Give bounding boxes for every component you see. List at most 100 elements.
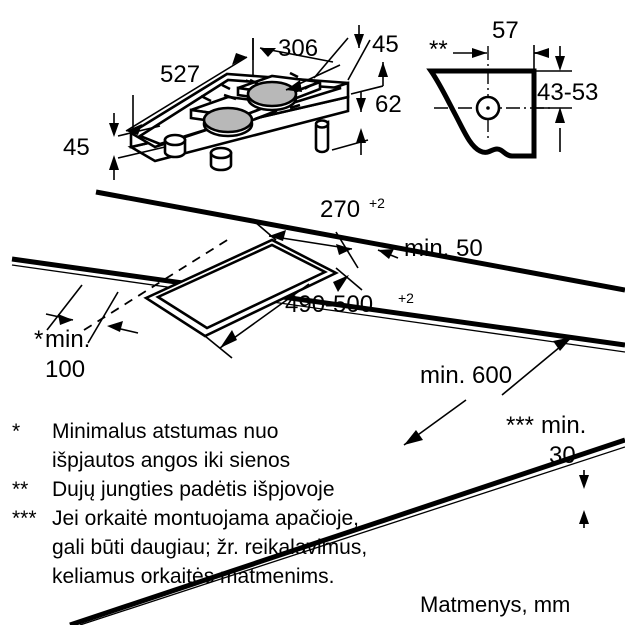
dim-527-line [125,56,248,132]
gas-pipe-body [314,120,330,154]
dim-min-30: *** min. 30 [506,412,589,528]
dim-43-53: 43-53 [534,46,598,152]
dim-4353-arrow-down [555,56,565,71]
dim-490-ext-a [335,267,363,291]
legend-line-3b: gali būti daugiau; žr. reikalavimus, [52,536,367,559]
gas-pipe-top [314,119,330,129]
dim-min-600-label: min. 600 [420,362,512,389]
dim-527-label: 527 [160,61,200,88]
dim-45-rear-arrow-down [354,34,364,48]
worktop-front-edge-bottom [79,446,625,625]
dim-62-arrow-down [356,98,366,112]
dim-306-arrow-b [286,80,302,92]
knob-1-top [163,133,187,147]
hob-burners [202,80,298,138]
dim-490-tolerance: +2 [398,290,414,306]
dim-270: 270 +2 [254,195,385,269]
connection-marker-label: ** [429,36,448,63]
dim-min-30-value: 30 [549,442,576,469]
burner-rear-cap [246,80,298,108]
gas-connection-bore-center [486,106,490,110]
dim-min-30-label: min. [541,412,586,439]
dim-min-100-ext-b [87,291,119,344]
dim-306-label: 306 [278,35,318,62]
knob-2-top [209,146,233,160]
dim-45-front: 45 [63,113,166,180]
dim-527-arrow-right [232,53,247,65]
dim-490-label: 490-500 [285,291,373,318]
dim-4353-label: 43-53 [537,79,598,106]
dim-490-ext-b [204,335,233,359]
dim-45-front-label: 45 [63,134,90,161]
dim-45-front-arrow-down [109,123,119,137]
worktop-rear-edge-top [11,256,625,348]
dim-270-arrow-left [269,230,286,241]
dim-min-100-arrow-right [107,321,123,332]
burner-front-cap [202,106,254,134]
dim-57-label: 57 [492,17,519,44]
worktop-front-edge-top [69,437,625,625]
dim-270-label: 270 [320,196,360,223]
dim-45-rear: 45 [347,25,399,86]
dim-min-100-value: 100 [45,356,85,383]
wall-line [95,189,625,293]
dim-min-600-arrow-lower [404,430,423,445]
legend-block: * Minimalus atstumas nuo išpjautos angos… [12,420,367,588]
dim-45-front-ext-bottom [117,146,166,159]
worktop-view: 270 +2 490-500 +2 min. 50 [11,189,625,625]
grate-rear-fingers [245,79,313,90]
dim-62-label: 62 [375,91,402,118]
dim-527: 527 [125,38,254,135]
dim-490-arrow-lower [220,330,237,348]
dim-min-30-arrow-down [579,475,589,489]
cutout-projection-dashed [83,236,233,331]
dim-min-50-arrow [378,249,394,259]
grate-prongs [200,71,301,121]
dim-57-arrow-left [472,48,487,58]
dim-min-100-arrow-left [58,314,73,325]
dim-306-arrow-a [260,48,276,57]
dim-min-50: min. 50 [377,235,483,262]
legend-line-3c: keliamus orkaitės matmenims. [52,565,334,588]
dim-270-arrow-right [336,244,352,255]
dim-490-500: 490-500 +2 [204,267,414,359]
dim-min-100-ext-a [46,284,83,331]
dim-min-100-label: min. [45,326,90,353]
dim-57-arrow-right [534,48,549,58]
dim-min-600-arrow-upper [553,337,572,351]
dim-4353-arrow-up [555,107,565,123]
cutout-opening [155,243,328,330]
legend-line-1a: Minimalus atstumas nuo [52,420,278,443]
dim-min-100: * min. 100 [34,284,139,383]
dim-min-100-marker: * [34,326,43,353]
gas-connection-detail-view: ** 57 43-53 [426,17,598,159]
legend-marker-1: * [12,420,20,443]
hob-control-knobs [163,133,233,172]
dim-306-ext-2 [313,37,349,79]
units-note: Matmenys, mm [420,592,570,617]
dim-min-50-label: min. 50 [404,235,483,262]
dim-270-tolerance: +2 [369,195,385,211]
hob-isometric-view: 527 306 45 [63,25,402,180]
dim-62-arrow-up [356,128,366,143]
dim-490-arrow-upper [333,275,349,292]
dim-45-rear-arrow-up [378,62,388,77]
legend-marker-2: ** [12,478,28,501]
dim-min-30-marker: *** [506,412,534,439]
dim-57: 57 [453,17,549,72]
legend-line-1b: išpjautos angos iki sienos [52,449,290,472]
dim-min-30-arrow-up [579,510,589,524]
dim-45-front-arrow-up [109,155,119,170]
dim-45-front-ext-top [117,125,161,137]
hob-gas-pipe-stub [314,119,330,154]
dim-min-600: min. 600 [403,336,573,446]
legend-line-3a: Jei orkaitė montuojama apačioje, [52,507,359,530]
dim-527-arrow-left [126,124,142,135]
dim-62-ext-top [350,85,384,95]
dim-45-rear-ext [347,39,371,81]
dim-45-rear-label: 45 [372,31,399,58]
dim-306: 306 [252,35,349,92]
dim-62: 62 [331,85,402,155]
